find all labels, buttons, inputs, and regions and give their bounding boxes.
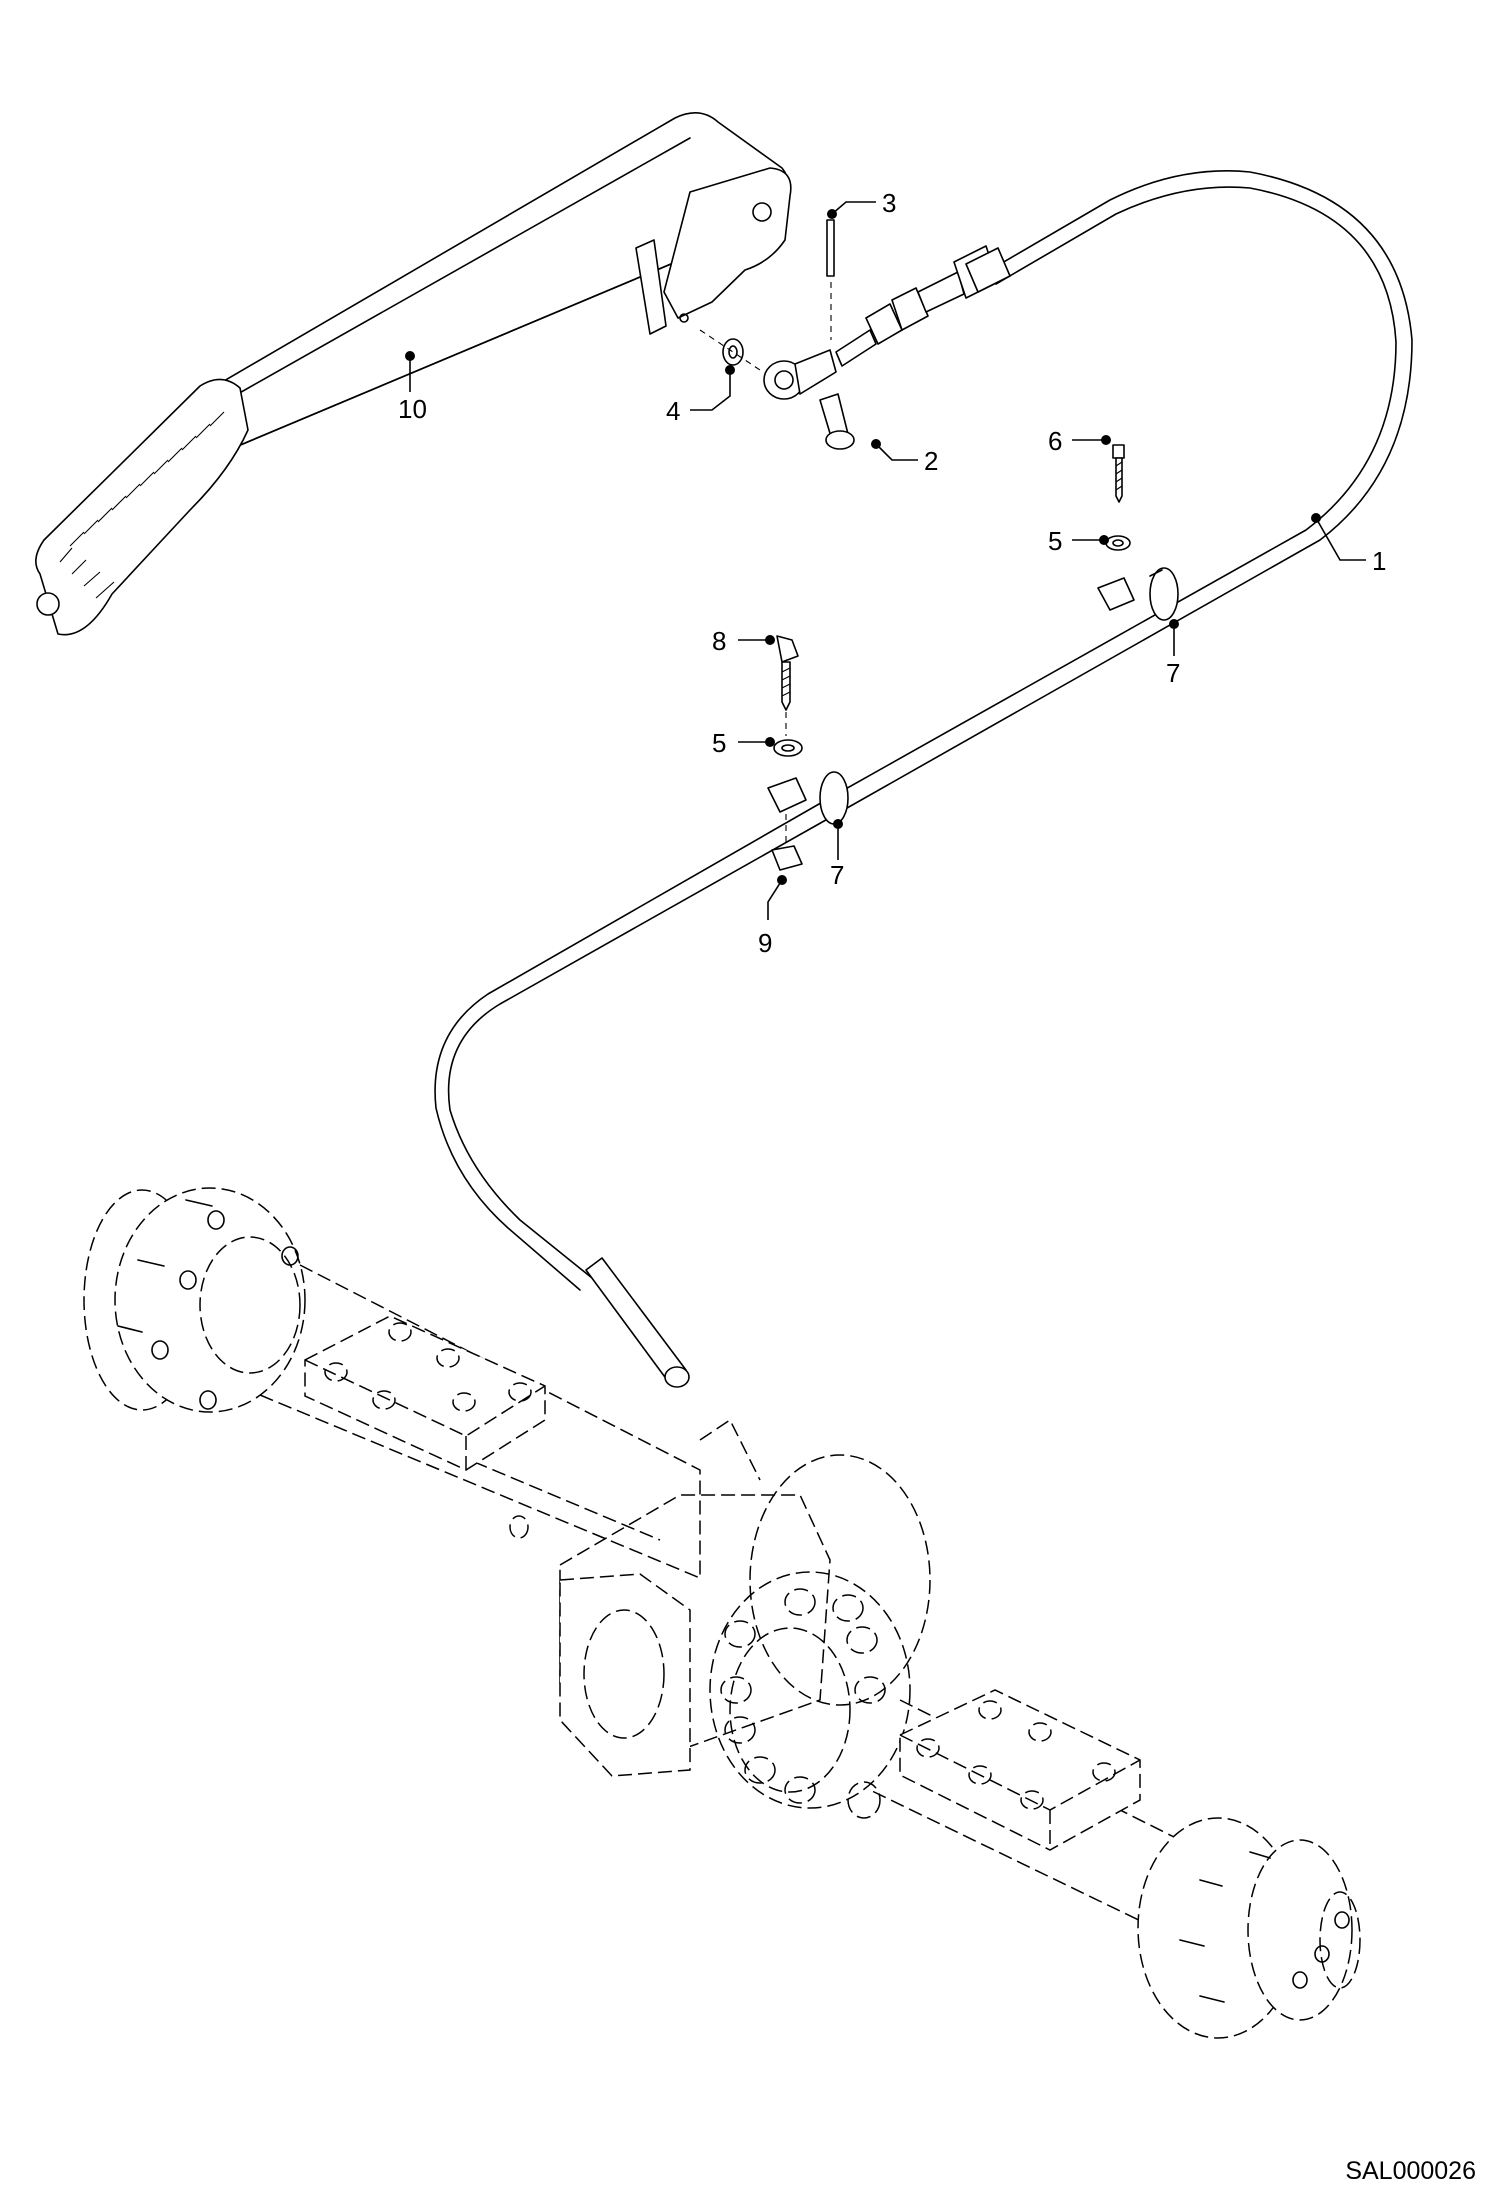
callout-2: 2 [871, 439, 938, 476]
drawing-id: SAL000026 [1345, 2157, 1476, 2185]
svg-text:1: 1 [1372, 546, 1386, 576]
svg-text:8: 8 [712, 626, 726, 656]
brake-cable [434, 170, 1413, 1388]
svg-text:2: 2 [924, 446, 938, 476]
clamp-upper [1097, 444, 1179, 621]
callout-4: 4 [666, 365, 735, 426]
callouts: 10 3 4 2 1 6 [398, 188, 1386, 958]
axle-assembly [83, 1187, 1361, 2039]
callout-5b: 5 [712, 728, 775, 758]
svg-text:7: 7 [830, 860, 844, 890]
callout-7a: 7 [1166, 619, 1180, 688]
callout-1: 1 [1311, 513, 1386, 576]
svg-text:9: 9 [758, 928, 772, 958]
handbrake-lever [35, 112, 792, 636]
svg-text:3: 3 [882, 188, 896, 218]
callout-10: 10 [398, 351, 427, 424]
svg-text:7: 7 [1166, 658, 1180, 688]
svg-text:10: 10 [398, 394, 427, 424]
clamp-lower [767, 635, 849, 871]
svg-text:5: 5 [1048, 526, 1062, 556]
callout-7b: 7 [830, 819, 844, 890]
callout-5a: 5 [1048, 526, 1109, 556]
callout-3: 3 [827, 188, 896, 219]
svg-text:4: 4 [666, 396, 680, 426]
svg-text:5: 5 [712, 728, 726, 758]
callout-8: 8 [712, 626, 775, 656]
callout-6: 6 [1048, 426, 1111, 456]
svg-text:6: 6 [1048, 426, 1062, 456]
callout-9: 9 [758, 875, 787, 958]
